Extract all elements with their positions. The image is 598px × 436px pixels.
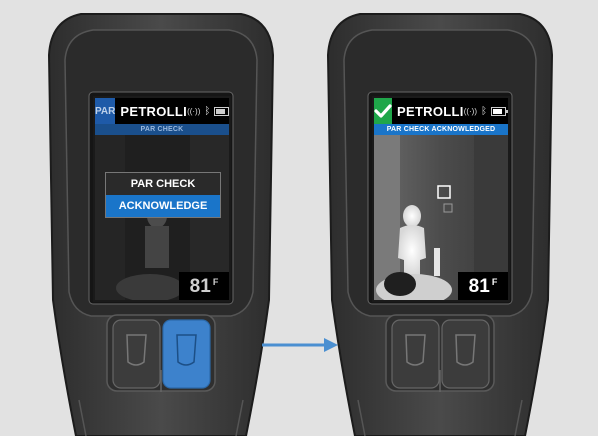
temperature-unit: F [492,277,498,287]
temperature-unit: F [213,277,219,287]
display-screen: PETROLLI ((·)) ᛒ PAR CHECK ACKNOWLEDGED … [372,96,510,302]
device-name: PETROLLI [120,104,187,119]
thermal-camera-left: PAR PETROLLI ((·)) ᛒ PAR CHECK PAR CHECK… [41,0,281,436]
temperature-value: 81 [469,276,490,298]
battery-icon [214,107,229,116]
bluetooth-icon: ᛒ [481,106,487,117]
signal-icon: ((·)) [464,107,477,116]
device-name: PETROLLI [397,104,464,119]
bluetooth-icon: ᛒ [204,106,210,117]
right-button-pressed[interactable] [163,320,210,388]
temperature-readout: 81 F [458,272,508,300]
par-tag: PAR [95,98,115,124]
display-screen: PAR PETROLLI ((·)) ᛒ PAR CHECK PAR CHECK… [93,96,231,302]
battery-icon [491,107,506,116]
status-banner: PAR CHECK ACKNOWLEDGED [374,124,508,135]
temperature-value: 81 [190,276,211,298]
temperature-readout: 81 F [179,272,229,300]
check-icon [374,98,392,124]
thermal-camera-right: PETROLLI ((·)) ᛒ PAR CHECK ACKNOWLEDGED … [320,0,560,436]
left-button[interactable] [113,320,160,388]
left-button[interactable] [392,320,439,388]
status-banner: PAR CHECK [95,124,229,135]
right-button[interactable] [442,320,489,388]
signal-icon: ((·)) [187,107,200,116]
acknowledge-button[interactable]: ACKNOWLEDGE [106,195,220,217]
status-header: PETROLLI ((·)) ᛒ [374,98,508,124]
status-header: PAR PETROLLI ((·)) ᛒ [95,98,229,124]
menu-title: PAR CHECK [106,173,220,195]
par-check-menu: PAR CHECK ACKNOWLEDGE [105,172,221,218]
